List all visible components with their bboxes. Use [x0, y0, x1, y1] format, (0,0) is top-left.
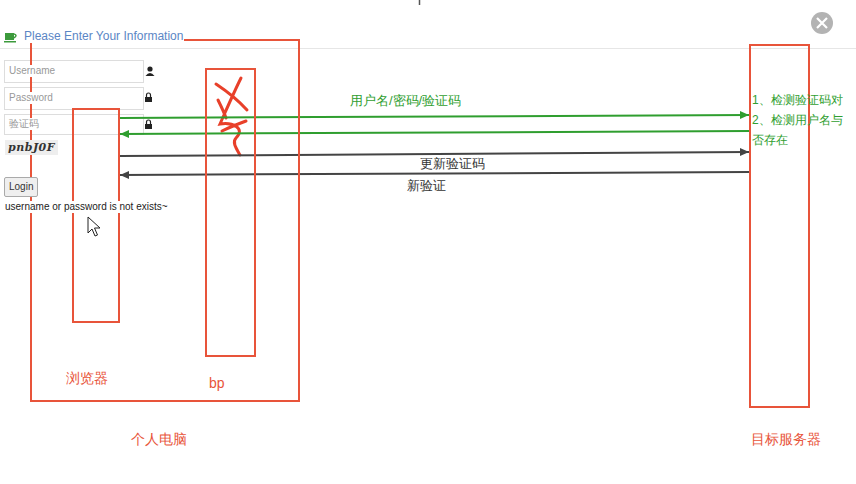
node-label: 目标服务器 [751, 431, 821, 448]
server-box: 目标服务器1、检测验证码对2、检测用户名与 否存在 [749, 44, 810, 408]
node-note: 1、检测验证码对 [752, 93, 843, 107]
edge-label: 用户名/密码/验证码 [348, 93, 463, 109]
window-tick [419, 0, 421, 5]
browser-box: 浏览器 [72, 108, 120, 323]
lock-icon [145, 120, 152, 129]
lock-icon [145, 93, 152, 102]
computer-region: 浏览器bp个人电脑 [30, 39, 300, 402]
lock-shackle [147, 120, 151, 124]
edge-label: 更新验证码 [418, 156, 487, 172]
lock-shackle [147, 93, 151, 97]
flow-arrow [120, 115, 749, 118]
input-placeholder: Password [8, 92, 54, 104]
user-head [147, 66, 152, 71]
mouse-cursor [88, 217, 100, 236]
header-divider [0, 48, 856, 49]
cup-icon [4, 33, 16, 43]
user-body [146, 73, 155, 76]
input-placeholder: Username [8, 65, 56, 77]
lock-body [145, 124, 152, 129]
cup-body [5, 33, 14, 40]
edge-label: 新验证 [405, 178, 448, 194]
node-label: 浏览器 [66, 370, 108, 387]
login-button: Login [4, 177, 38, 197]
close-cross [817, 18, 827, 28]
dialog-header: Please Enter Your Information [23, 29, 184, 43]
input-field [5, 88, 144, 110]
burp-proxy-box: bp [205, 68, 256, 357]
node-note: 2、检测用户名与 否存在 [752, 110, 852, 150]
close-button [811, 12, 833, 34]
captcha-image: pnbJ0F [5, 140, 58, 155]
cup-saucer [4, 41, 16, 43]
close-circle [811, 12, 833, 34]
node-label: 个人电脑 [131, 431, 187, 448]
flow-arrow [120, 172, 749, 175]
input-field [5, 61, 144, 83]
lock-body [145, 97, 152, 102]
node-label: bp [209, 375, 225, 392]
flow-arrow [120, 131, 749, 134]
cup-handle [14, 34, 16, 38]
input-placeholder: 验证码 [8, 118, 40, 130]
user-icon [146, 66, 155, 76]
error-message: username or password is not exists~ [4, 201, 169, 213]
